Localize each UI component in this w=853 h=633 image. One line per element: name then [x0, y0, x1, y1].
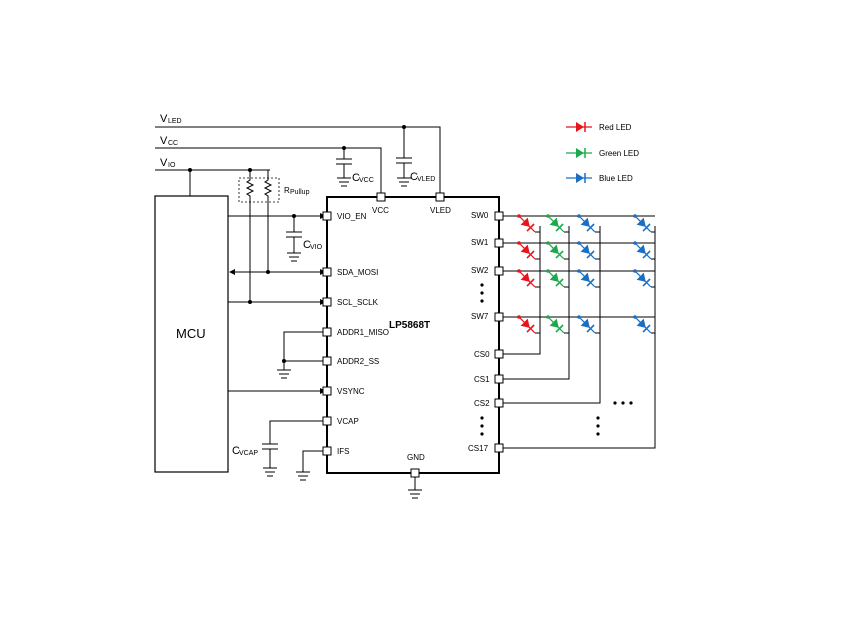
cvled-label-main: C [410, 171, 418, 183]
blue-led-r3-c2 [578, 316, 596, 334]
pin-sw0: SW0 [471, 211, 489, 220]
top-pins: VCC VLED [372, 192, 451, 215]
pin-cs0: CS0 [474, 350, 490, 359]
ifs-ground [296, 450, 326, 481]
blue-led-r2-c2 [578, 270, 596, 288]
rpullup-label-main: R [284, 186, 290, 195]
pin-cs2: CS2 [474, 399, 490, 408]
green-led-r0-c1 [547, 215, 565, 233]
pin-vled: VLED [430, 206, 451, 215]
right-pins: SW0 SW1 SW2 SW7 CS0 CS1 CS2 CS17 [468, 211, 504, 453]
pin-vio-en: VIO_EN [337, 212, 367, 221]
legend-red-label: Red LED [599, 123, 632, 132]
cvio-label-main: C [303, 239, 311, 251]
cvio-label-sub: VIO [310, 244, 323, 251]
red-led-r2-c0 [518, 270, 536, 288]
cvcc-label-main: C [352, 172, 360, 184]
pin-sw2: SW2 [471, 266, 489, 275]
pin-sw1: SW1 [471, 238, 489, 247]
legend-green-led: Green LED [566, 148, 639, 158]
pin-scl-sclk: SCL_SCLK [337, 298, 379, 307]
pin-vcc: VCC [372, 206, 389, 215]
chip-label: LP5868T [389, 320, 430, 331]
mcu-label: MCU [176, 326, 206, 341]
addr-ground [277, 331, 326, 379]
cvled-capacitor: C VLED [396, 125, 435, 187]
vio-label-main: V [160, 157, 168, 169]
cvcc-label-sub: VCC [359, 177, 374, 184]
red-led-r0-c0 [518, 215, 536, 233]
pin-sw7: SW7 [471, 312, 489, 321]
blue-led-r0-c3 [634, 215, 652, 233]
vled-label-main: V [160, 113, 168, 125]
pin-cs17: CS17 [468, 444, 489, 453]
vcc-label-sub: CC [168, 140, 178, 147]
led-array [516, 214, 655, 334]
legend: Red LED Green LED Blue LED [566, 122, 639, 183]
green-led-r3-c1 [547, 316, 565, 334]
green-led-r1-c1 [547, 242, 565, 260]
vcc-rail: V CC [155, 135, 382, 195]
legend-blue-led: Blue LED [566, 173, 633, 183]
cvcc-capacitor: C VCC [336, 146, 374, 187]
blue-led-r1-c2 [578, 242, 596, 260]
gnd-pin: GND [407, 453, 425, 499]
pin-vsync: VSYNC [337, 387, 365, 396]
pin-vcap: VCAP [337, 417, 359, 426]
rpullup-label-sub: Pullup [290, 189, 310, 196]
pin-cs1: CS1 [474, 375, 490, 384]
vled-rail: V LED [155, 113, 441, 195]
mcu-connections [228, 213, 326, 394]
legend-blue-label: Blue LED [599, 174, 633, 183]
left-pins: VIO_EN SDA_MOSI SCL_SCLK ADDR1_MISO ADDR… [322, 211, 389, 456]
blue-led-r3-c3 [634, 316, 652, 334]
cvio-capacitor: C VIO [286, 214, 323, 262]
blue-led-r1-c3 [634, 242, 652, 260]
cvcap-label-sub: VCAP [239, 450, 258, 457]
pullup-resistors: R Pullup [238, 169, 310, 302]
red-led-r3-c0 [518, 316, 536, 334]
vio-label-sub: IO [168, 162, 176, 169]
mcu-block [154, 195, 229, 473]
legend-green-label: Green LED [599, 149, 639, 158]
blue-led-r0-c2 [578, 215, 596, 233]
legend-red-led: Red LED [566, 122, 632, 132]
pin-gnd: GND [407, 453, 425, 462]
vcc-label-main: V [160, 135, 168, 147]
cvcap-capacitor: C VCAP [232, 420, 326, 477]
vled-label-sub: LED [168, 118, 182, 125]
pin-addr1-miso: ADDR1_MISO [337, 328, 389, 337]
pin-sda-mosi: SDA_MOSI [337, 268, 378, 277]
pin-addr2-ss: ADDR2_SS [337, 357, 379, 366]
cvled-label-sub: VLED [417, 176, 435, 183]
vio-rail: V IO [155, 157, 270, 196]
green-led-r2-c1 [547, 270, 565, 288]
blue-led-r2-c3 [634, 270, 652, 288]
pin-ifs: IFS [337, 447, 349, 456]
red-led-r1-c0 [518, 242, 536, 260]
cvcap-label-main: C [232, 445, 240, 457]
